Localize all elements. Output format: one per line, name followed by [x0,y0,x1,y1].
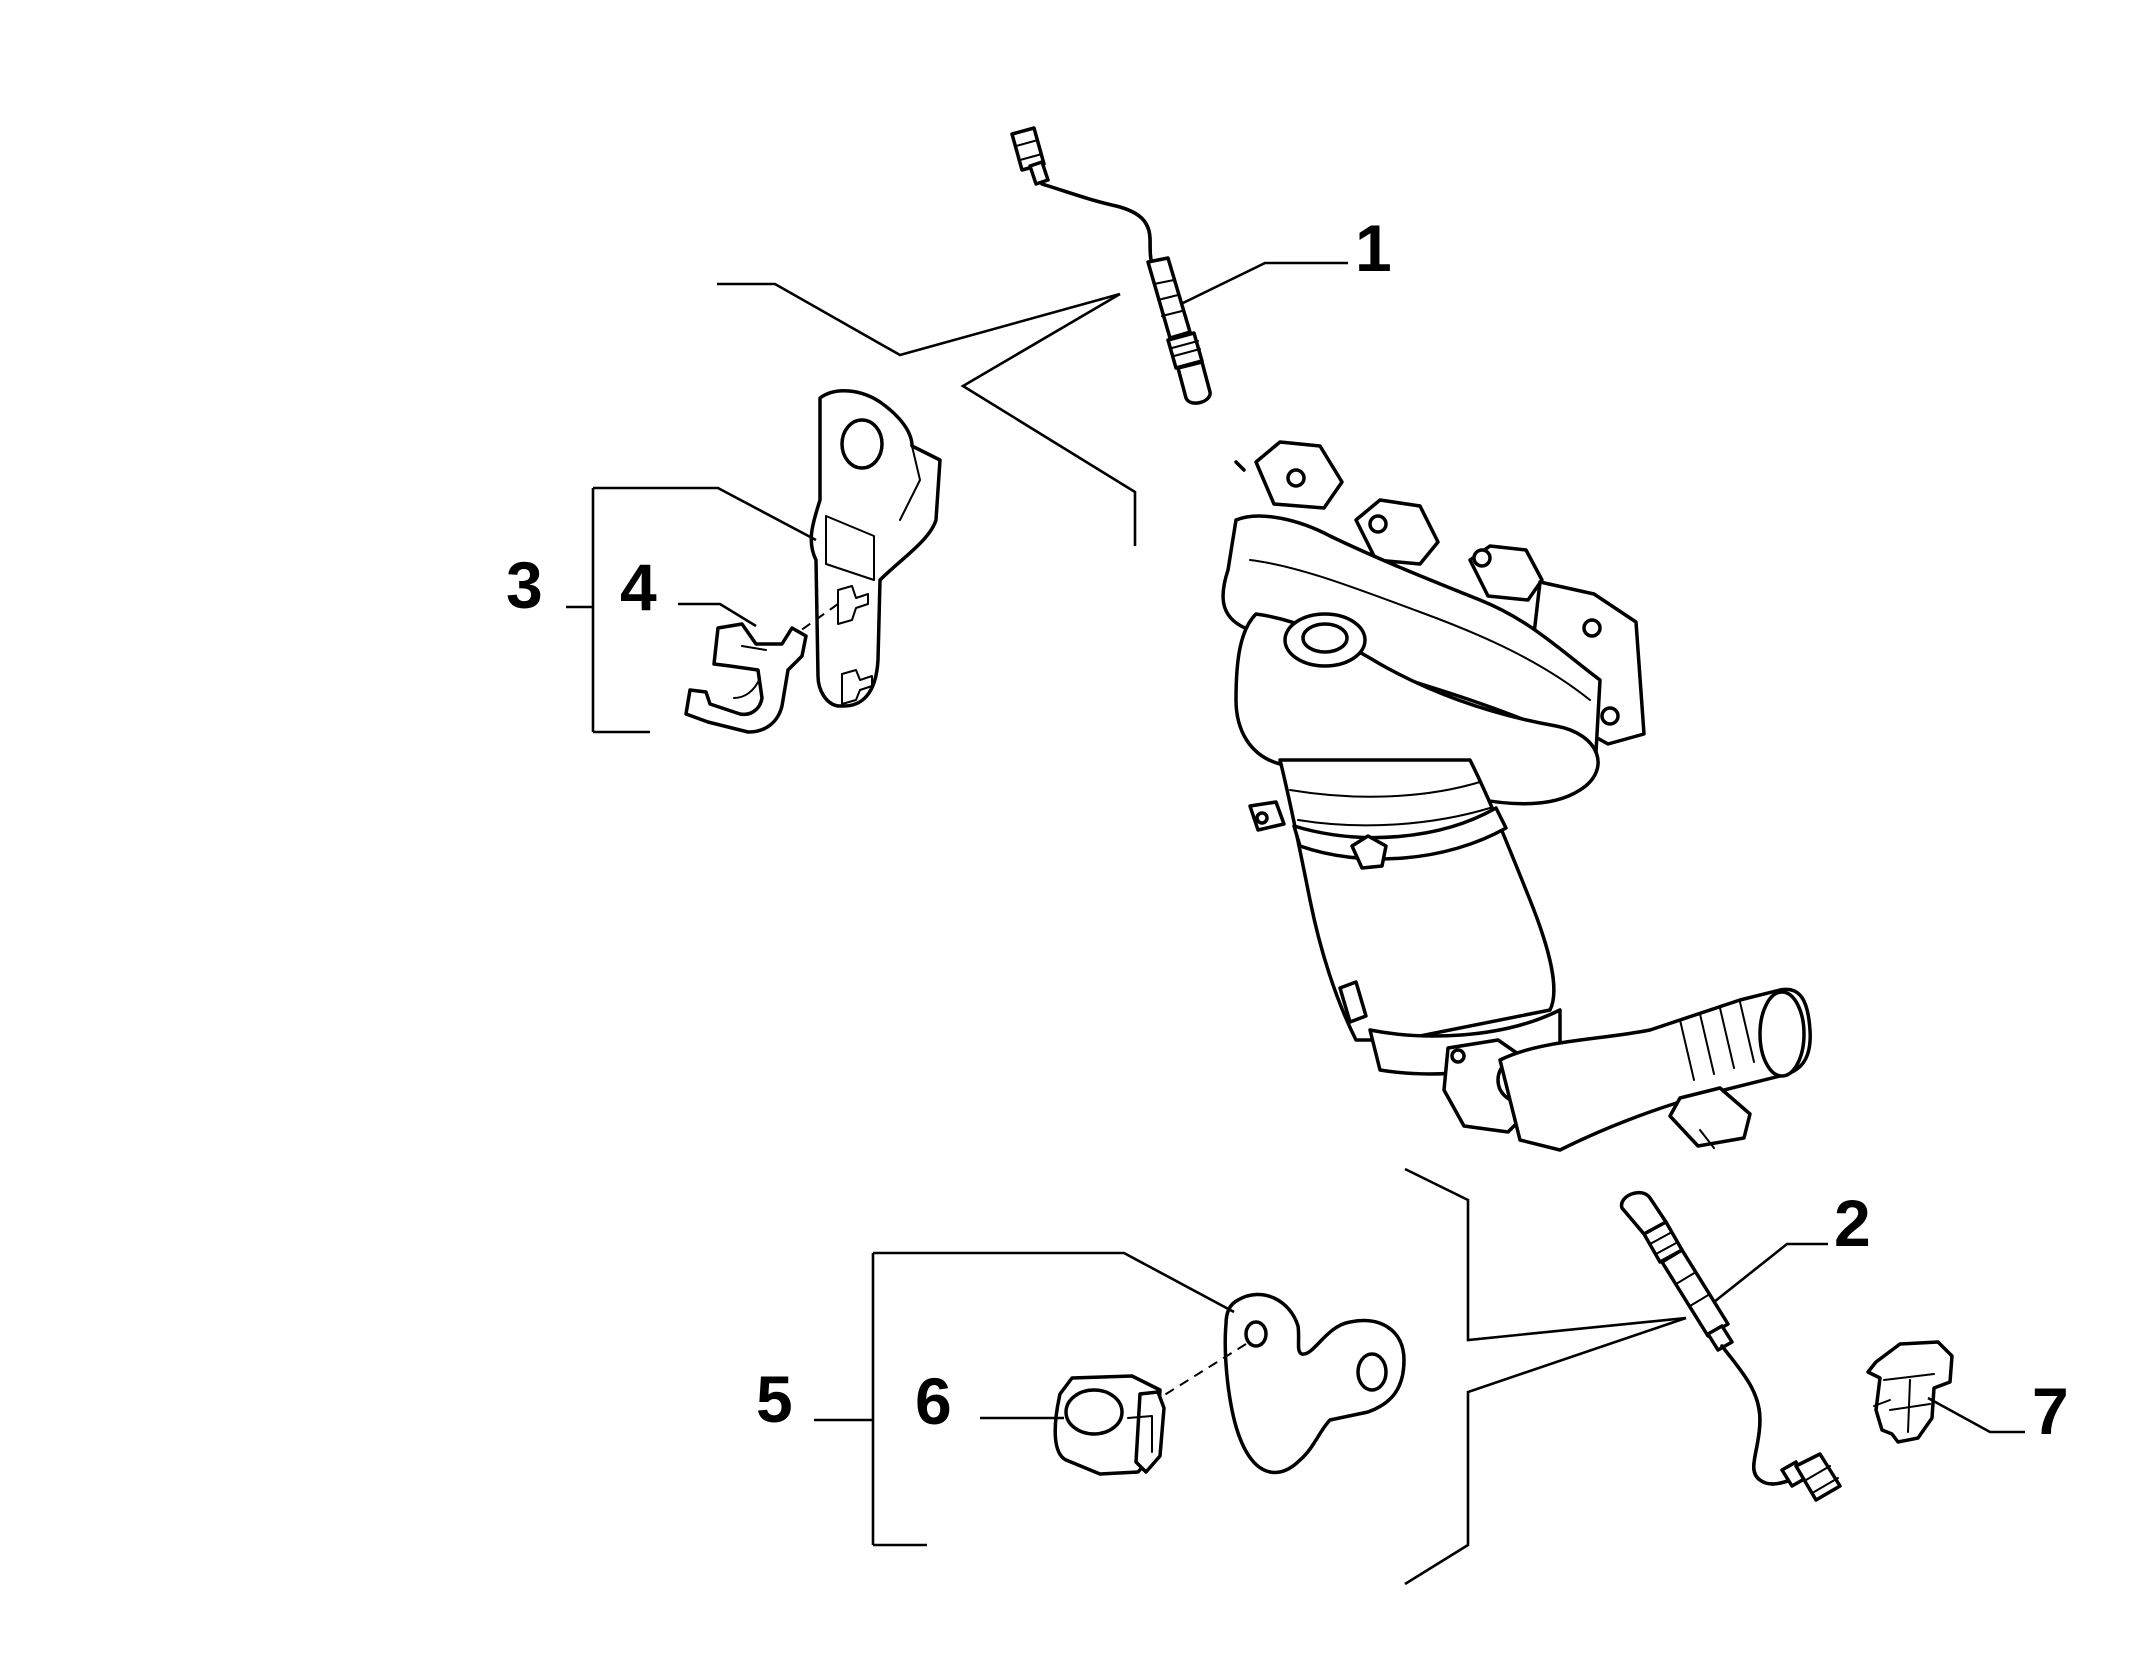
callout-7: 7 [2032,1374,2069,1448]
leader-lines-sensor-1 [717,282,1137,546]
leader-line-1 [1182,261,1348,305]
leader-lines-group-5-6 [814,1251,1235,1547]
callout-4: 4 [620,550,657,624]
upstream-oxygen-sensor [1010,126,1212,405]
exhaust-manifold-catalytic-converter [1221,440,1812,1152]
sensor-clip-7 [1866,1340,1954,1444]
callout-3: 3 [506,548,543,622]
callout-5: 5 [756,1362,793,1436]
callout-1: 1 [1355,211,1392,285]
upper-bracket [775,389,942,708]
leader-lines-group-3-4 [566,486,817,734]
callout-2: 2 [1834,1186,1871,1260]
leader-line-7 [1927,1396,2025,1434]
leader-line-2 [1713,1242,1828,1304]
callout-6: 6 [915,1364,952,1438]
downstream-oxygen-sensor [1619,1190,1842,1502]
rubber-grommet-6 [1053,1374,1166,1476]
wiring-clip-4 [684,622,808,734]
leader-lines-sensor-2 [1404,1167,1687,1586]
lower-bracket [1149,1292,1406,1475]
